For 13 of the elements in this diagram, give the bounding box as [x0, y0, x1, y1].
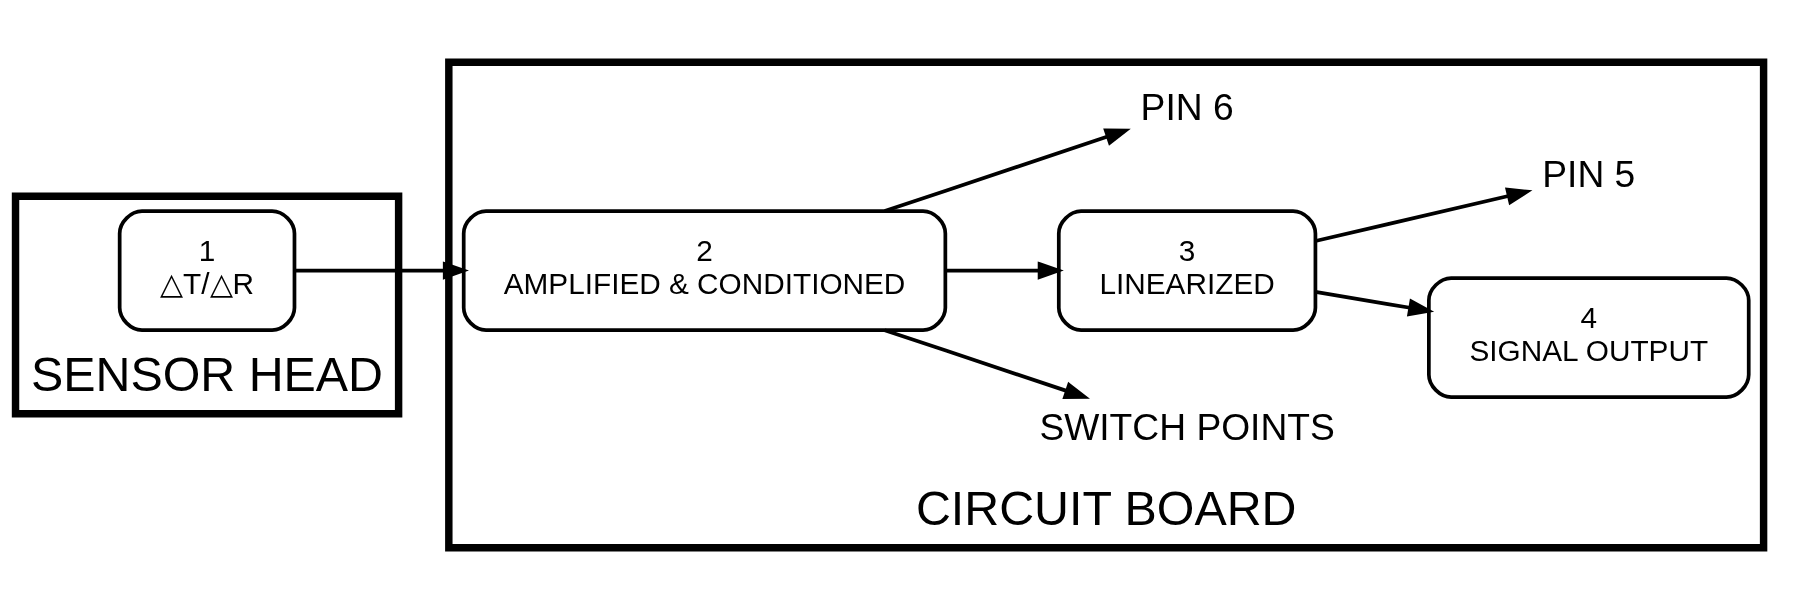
arrow — [1315, 290, 1435, 317]
arrow — [884, 128, 1131, 213]
node-box: 3 LINEARIZED — [1056, 209, 1318, 332]
arrow — [294, 261, 469, 280]
arrow — [945, 261, 1064, 280]
node-box: 1 △T/△R — [117, 209, 297, 332]
node-text: PIN 6 — [1140, 85, 1234, 128]
node-text: PIN 5 — [1542, 152, 1636, 195]
node-box: 2 AMPLIFIED & CONDITIONED — [461, 209, 948, 332]
node-text: SWITCH POINTS — [1039, 405, 1335, 448]
node-box: 4 SIGNAL OUTPUT — [1427, 276, 1751, 399]
arrow — [884, 328, 1090, 400]
arrow — [1315, 187, 1533, 243]
